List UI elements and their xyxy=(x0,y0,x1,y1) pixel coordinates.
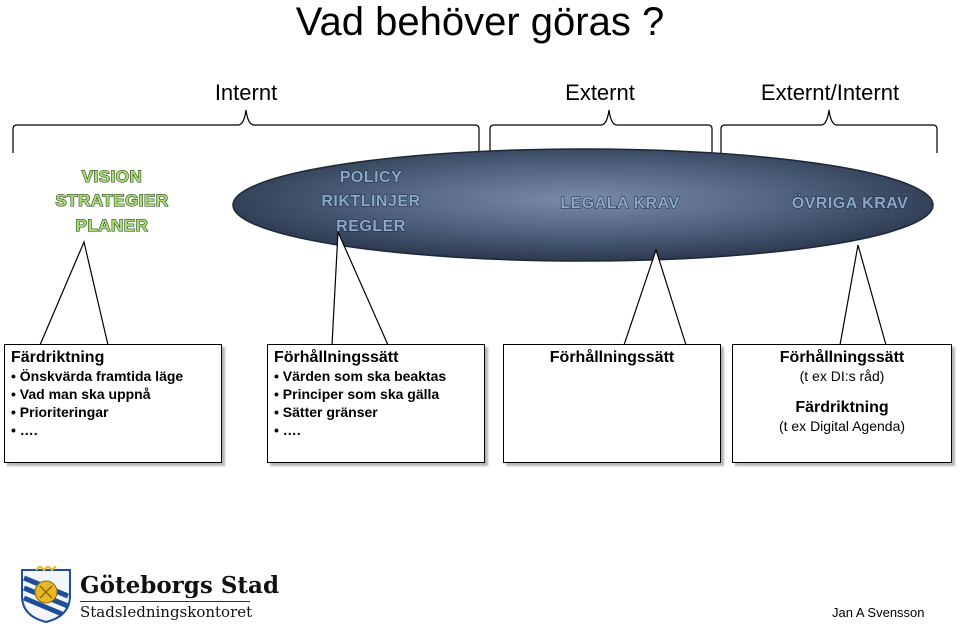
pointer-box2 xyxy=(331,231,389,346)
callout-box-forhallningssatt-externt: Förhållningssätt xyxy=(503,344,721,463)
bracket-externt xyxy=(489,109,713,153)
box2-item: Principer som ska gälla xyxy=(274,385,478,403)
requirements-ellipse xyxy=(232,148,934,262)
label-vision: VISION xyxy=(82,167,143,186)
bracket-internt xyxy=(12,109,480,153)
box1-item: …. xyxy=(11,421,215,439)
box4-sub-2: (t ex Digital Agenda) xyxy=(778,418,906,434)
header-internt: Internt xyxy=(214,80,278,105)
author: Jan A Svensson xyxy=(832,605,925,620)
box1-item: Vad man ska uppnå xyxy=(11,385,215,403)
logo-name: Göteborgs Stad xyxy=(80,572,280,599)
callout-box-forhallningssatt-internt: Förhållningssätt Värden som ska beaktas … xyxy=(267,344,485,463)
callout-box-fardriktning: Färdriktning Önskvärda framtida läge Vad… xyxy=(4,344,222,463)
callout-box-externt-internt: Förhållningssätt (t ex DI:s råd) Färdrik… xyxy=(732,344,952,463)
goteborg-crest-icon xyxy=(16,564,76,624)
box3-heading: Förhållningssätt xyxy=(549,349,675,366)
box1-heading: Färdriktning xyxy=(11,349,105,366)
box4-sub-1: (t ex DI:s råd) xyxy=(799,368,885,384)
bracket-externt-internt xyxy=(720,109,938,153)
pointer-box3 xyxy=(623,248,687,346)
box2-heading: Förhållningssätt xyxy=(274,349,399,366)
box4-heading-1: Förhållningssätt xyxy=(779,349,905,366)
box2-item: Sätter gränser xyxy=(274,403,478,421)
page-title: Vad behöver göras ? xyxy=(295,0,665,44)
box4-heading-2: Färdriktning xyxy=(795,399,889,416)
label-policy: POLICY xyxy=(340,169,403,186)
header-externt-internt: Externt/Internt xyxy=(760,80,900,105)
pointer-box4 xyxy=(839,244,887,346)
box1-item: Prioriteringar xyxy=(11,403,215,421)
label-regler: REGLER xyxy=(336,218,406,235)
pointer-box1 xyxy=(39,240,109,346)
logo-unit: Stadsledningskontoret xyxy=(80,603,253,621)
label-planer: PLANER xyxy=(76,216,149,235)
box1-item: Önskvärda framtida läge xyxy=(11,367,215,385)
logo-divider xyxy=(80,601,250,602)
box2-item: Värden som ska beaktas xyxy=(274,367,478,385)
label-strategier: STRATEGIER xyxy=(55,191,168,210)
label-riktlinjer: RIKTLINJER xyxy=(321,193,420,210)
box2-item: …. xyxy=(274,421,478,439)
header-externt: Externt xyxy=(565,80,635,105)
label-legala-krav: LEGALA KRAV xyxy=(560,195,679,212)
label-ovriga-krav: ÖVRIGA KRAV xyxy=(792,193,909,212)
